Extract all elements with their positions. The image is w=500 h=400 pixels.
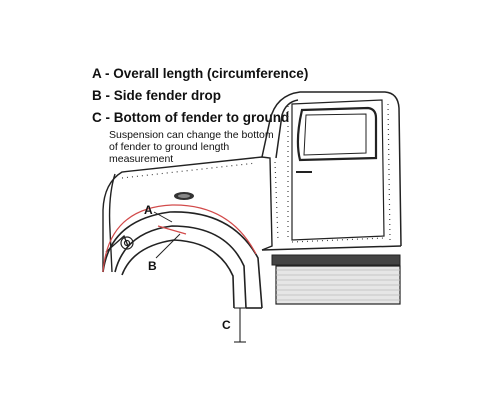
legend: A - Overall length (circumference) B - S… — [92, 66, 308, 165]
callout-a: A — [144, 203, 153, 217]
legend-item-a: A - Overall length (circumference) — [92, 66, 309, 81]
legend-item-c: C - Bottom of fender to ground — [92, 110, 290, 125]
truck-hood — [102, 156, 273, 273]
leader-lines — [153, 211, 181, 259]
callout-c: C — [222, 318, 231, 332]
step-panel — [271, 254, 401, 305]
truck-cab — [261, 91, 402, 251]
callout-b: B — [148, 259, 157, 273]
legend-item-b: B - Side fender drop — [92, 88, 222, 103]
measurement-c-bracket — [234, 307, 246, 343]
rivet-lines — [121, 103, 391, 243]
fender — [102, 211, 263, 309]
measurement-a-line — [102, 204, 257, 273]
hood-badge-icon — [174, 192, 194, 200]
measurement-b-line — [157, 225, 187, 235]
headlight-icon — [120, 236, 134, 250]
cab-door — [291, 99, 385, 241]
legend-note: Suspension can change the bottom of fend… — [109, 129, 274, 165]
cab-window — [296, 106, 378, 162]
